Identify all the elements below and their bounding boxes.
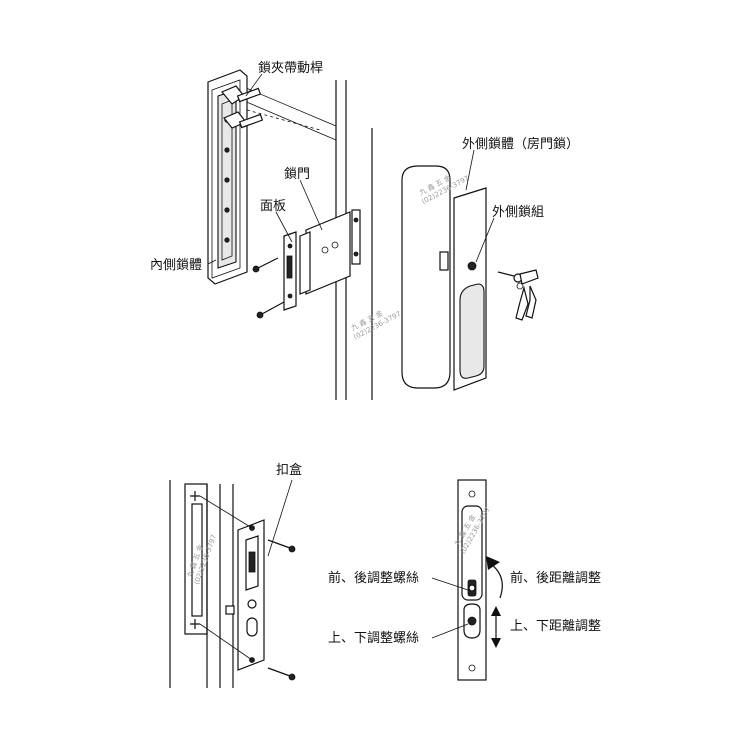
faceplate: [283, 231, 297, 311]
screws-bottom: [267, 539, 296, 681]
label-inner-lock-body: 內側鎖體: [150, 257, 202, 273]
latch-drive-rod: [236, 87, 264, 129]
outer-lock-body: [401, 165, 487, 391]
label-up-down-adjust-screw: 上、下調整螺絲: [328, 631, 419, 646]
label-up-down-distance-adjust: 上、下距離調整: [510, 619, 601, 634]
up-down-arrow: [491, 606, 501, 648]
label-outer-lock-body: 外側鎖體（房門鎖）: [462, 136, 579, 152]
leader-up-down-screw: [431, 623, 469, 639]
alignment-lines: [199, 495, 253, 661]
label-outer-lock-set: 外側鎖組: [492, 204, 544, 220]
strike-plate-closeup: [457, 479, 487, 681]
door-jamb: [169, 480, 234, 688]
screws-top: [252, 257, 285, 319]
label-latch-drive-rod: 鎖夾帶動桿: [258, 60, 323, 76]
watermark-top-2: 九 鑫 五 金 (02)2236-3797: [349, 308, 402, 341]
lock-bolt: [299, 209, 361, 295]
front-back-arrow: [486, 556, 503, 599]
top-diagram: 鎖夾帶動桿 鎖門 面板 內側鎖體 外側鎖體（房門鎖） 外側鎖組 九 鑫 五 金 …: [150, 60, 579, 400]
outer-lock-set-keys: [497, 269, 539, 321]
label-faceplate: 面板: [260, 199, 286, 214]
leader-strike-box: [267, 479, 293, 557]
label-strike-box: 扣盒: [276, 462, 302, 478]
bottom-diagram: 扣盒 前、後調整螺絲 上、下調整螺絲 前、後距離調整 上、下距離調整 九 鑫 五…: [169, 462, 601, 688]
label-front-back-distance-adjust: 前、後距離調整: [510, 570, 601, 586]
strike-box: [225, 519, 265, 671]
top-leader-lines: [207, 73, 495, 265]
label-front-back-adjust-screw: 前、後調整螺絲: [328, 570, 419, 586]
inner-lock-body: [207, 69, 321, 285]
label-lock-bolt: 鎖門: [284, 166, 310, 182]
leader-front-back-screw: [431, 577, 469, 591]
